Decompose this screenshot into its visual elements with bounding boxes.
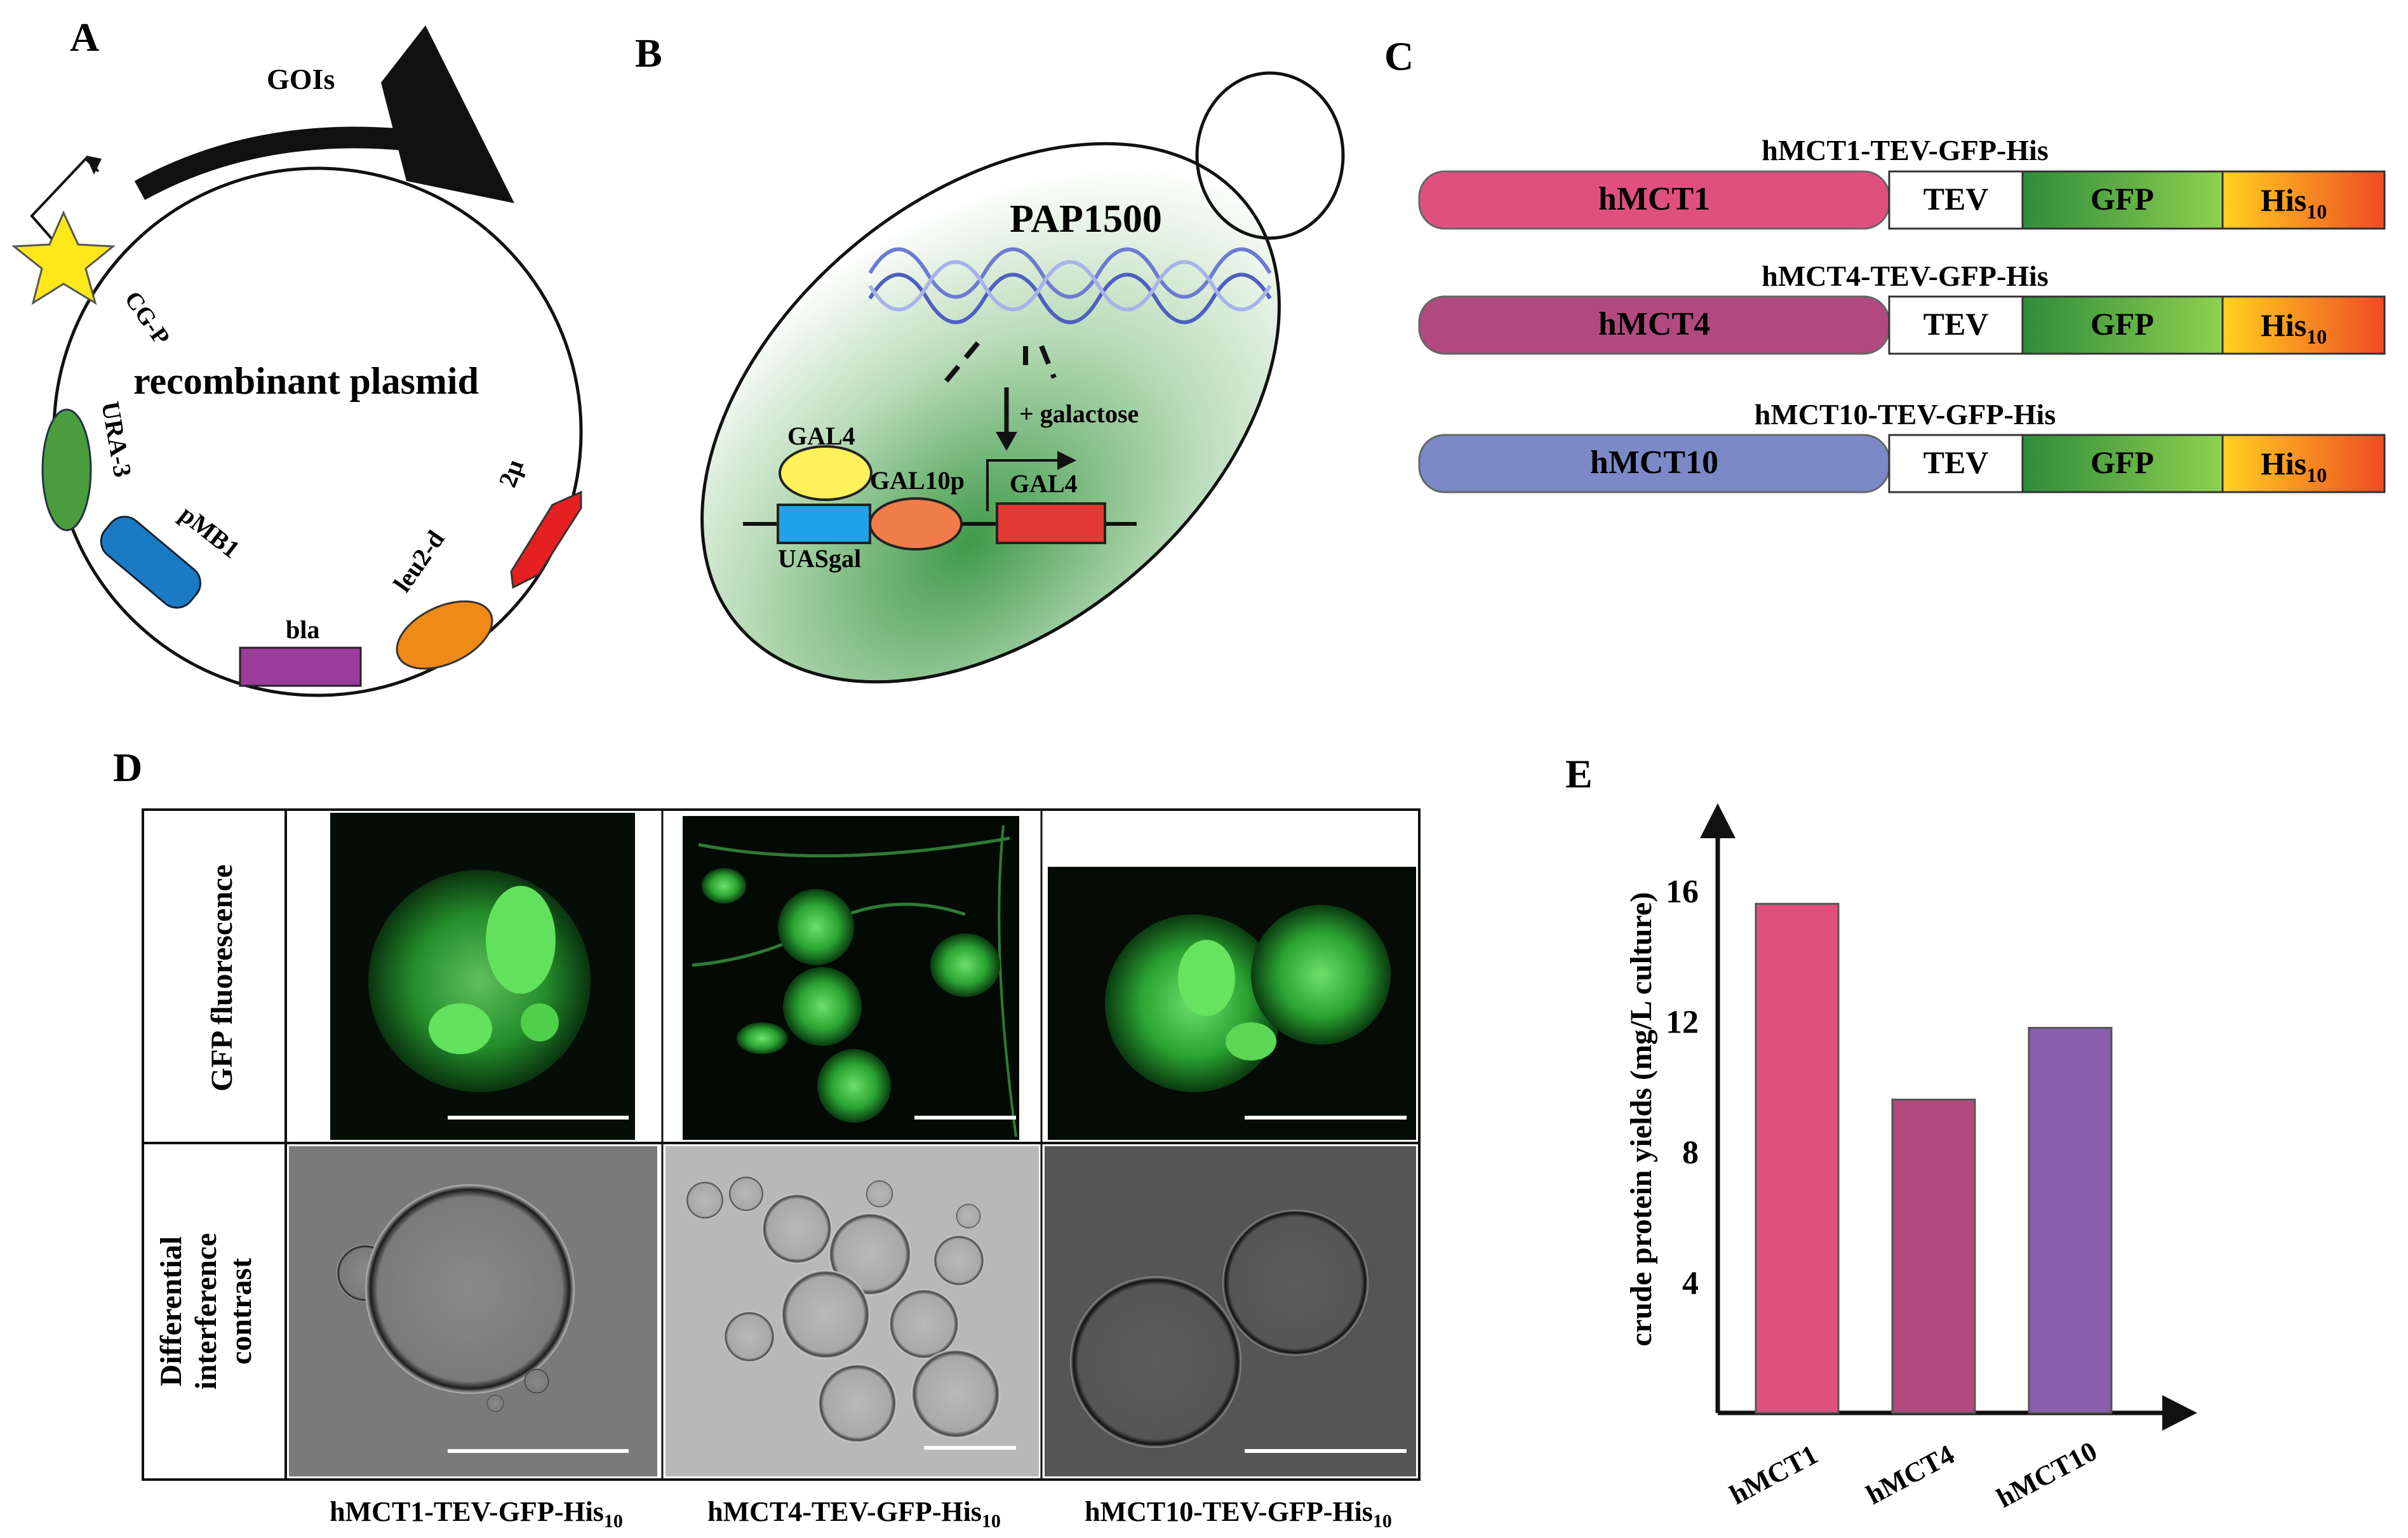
panel-b-letter: B xyxy=(635,30,662,76)
y-axis-label: crude protein yields (mg/L culture) xyxy=(1624,892,1658,1347)
gfp-image-hmct10 xyxy=(1048,867,1416,1140)
panel-a-letter: A xyxy=(70,15,99,60)
x-tick-label: hMCT1 xyxy=(1725,1439,1823,1511)
panel-d-letter: D xyxy=(113,745,142,790)
panel-c: C hMCT1-TEV-GFP-His hMCT1 TEV GFP His10 … xyxy=(1384,34,2386,493)
row-label-dic: Differential interference contrast xyxy=(154,1233,258,1390)
gfp-label: GFP xyxy=(2090,306,2154,342)
dic-image-hmct4 xyxy=(666,1146,1039,1476)
y-tick-label: 8 xyxy=(1682,1135,1699,1171)
yeast-cell xyxy=(700,142,1281,684)
his-label: His10 xyxy=(2261,182,2327,223)
y-tick-label: 12 xyxy=(1666,1004,1699,1040)
tev-segment xyxy=(1888,170,2024,230)
ura3-marker xyxy=(41,408,92,532)
construct-3: hMCT10-TEV-GFP-His hMCT10 TEV GFP His10 xyxy=(1418,398,2386,493)
gfp-segment xyxy=(2021,434,2224,493)
leu2d-marker xyxy=(396,600,493,670)
gfp-label: GFP xyxy=(2090,181,2154,217)
y-tick-label: 16 xyxy=(1666,874,1699,910)
inducer-label: + galactose xyxy=(1019,399,1139,428)
gois-arrowhead xyxy=(381,25,514,203)
tev-label: TEV xyxy=(1923,181,1989,217)
column-label-hmct4: hMCT4-TEV-GFP-His10 xyxy=(707,1496,1001,1532)
panel-a: A GOIs CG-P recombinant plasmid URA-3 pM… xyxy=(11,15,583,697)
gois-label: GOIs xyxy=(267,63,335,95)
tev-segment xyxy=(1888,434,2024,493)
strain-label: PAP1500 xyxy=(1010,197,1162,241)
tev-segment xyxy=(1888,295,2024,355)
his-label: His10 xyxy=(2261,446,2327,486)
dna-helix-icon xyxy=(868,247,1272,324)
his-segment xyxy=(2221,170,2386,230)
uasgal-label: UASgal xyxy=(778,544,861,573)
svg-text:contrast: contrast xyxy=(224,1258,258,1365)
construct-name: hMCT1-TEV-GFP-His xyxy=(1762,134,2048,166)
gene-label: hMCT4 xyxy=(1598,306,1710,342)
pmb1-marker xyxy=(100,516,201,609)
x-tick-label: hMCT10 xyxy=(1991,1435,2102,1514)
gfp-image-hmct1 xyxy=(330,813,635,1140)
tss-arrowhead xyxy=(1057,451,1076,470)
tev-label: TEV xyxy=(1923,445,1989,480)
y-tick-label: 4 xyxy=(1682,1265,1699,1301)
his-segment xyxy=(2221,295,2386,355)
construct-name: hMCT4-TEV-GFP-His xyxy=(1762,260,2048,292)
bar xyxy=(2028,1027,2113,1414)
tev-label: TEV xyxy=(1923,306,1989,342)
panel-b: B PAP1500 + galactose GAL4 UASgal GAL10p… xyxy=(635,30,1345,684)
gene-label: hMCT1 xyxy=(1598,181,1710,217)
y-axis-arrowhead xyxy=(1700,803,1736,838)
promoter-arrowhead xyxy=(86,156,102,175)
row-label-gfp: GFP fluorescence xyxy=(205,864,239,1092)
gal4-protein xyxy=(779,445,873,501)
gal10p-box xyxy=(869,497,963,551)
two-micron-marker xyxy=(510,490,582,589)
leu2d-label: leu2-d xyxy=(388,525,450,597)
induction-arrowhead xyxy=(996,432,1017,451)
gene-label: hMCT10 xyxy=(1590,445,1718,481)
construct-2: hMCT4-TEV-GFP-His hMCT4 TEV GFP His10 xyxy=(1418,260,2386,355)
column-label-hmct1: hMCT1-TEV-GFP-His10 xyxy=(330,1496,623,1532)
bar xyxy=(1891,1099,1976,1414)
gois-arrow xyxy=(134,126,434,200)
plasmid-title: recombinant plasmid xyxy=(133,360,479,402)
construct-name: hMCT10-TEV-GFP-His xyxy=(1755,398,2056,431)
svg-text:Differential: Differential xyxy=(154,1236,188,1386)
panel-c-letter: C xyxy=(1384,34,1414,79)
column-label-hmct10: hMCT10-TEV-GFP-His10 xyxy=(1085,1496,1392,1532)
bla-marker xyxy=(239,646,362,687)
his-label: His10 xyxy=(2261,307,2327,348)
gal4-protein-label: GAL4 xyxy=(787,422,855,450)
gal10p-label: GAL10p xyxy=(870,466,965,495)
tss-arrow xyxy=(986,459,1060,511)
bar xyxy=(1755,902,1840,1414)
panel-d: D GFP fluorescence Differential interfer… xyxy=(113,745,1421,1532)
gal4-gene-label: GAL4 xyxy=(1010,469,1078,498)
bla-label: bla xyxy=(286,615,319,644)
x-tick-label: hMCT4 xyxy=(1861,1439,1960,1511)
gfp-segment xyxy=(2021,170,2224,230)
ura3-label: URA-3 xyxy=(96,399,137,479)
panel-e-letter: E xyxy=(1565,751,1593,796)
x-axis-arrowhead xyxy=(2162,1395,2197,1431)
gal4-gene-box xyxy=(996,502,1106,544)
gfp-label: GFP xyxy=(2090,445,2154,480)
transcription-dashes xyxy=(944,341,1057,383)
cg-p-label: CG-P xyxy=(119,286,175,350)
dic-image-hmct10 xyxy=(1045,1146,1416,1476)
uasgal-box xyxy=(777,504,871,544)
dic-image-hmct1 xyxy=(289,1146,657,1476)
his-segment xyxy=(2221,434,2386,493)
construct-1: hMCT1-TEV-GFP-His hMCT1 TEV GFP His10 xyxy=(1418,134,2386,230)
yeast-bud xyxy=(1195,71,1345,240)
gfp-image-hmct4 xyxy=(683,816,1019,1140)
pmb1-label: pMB1 xyxy=(174,500,245,564)
svg-text:interference: interference xyxy=(189,1233,223,1390)
two-micron-label: 2μ xyxy=(493,455,529,491)
cg-p-star-icon xyxy=(11,210,116,305)
